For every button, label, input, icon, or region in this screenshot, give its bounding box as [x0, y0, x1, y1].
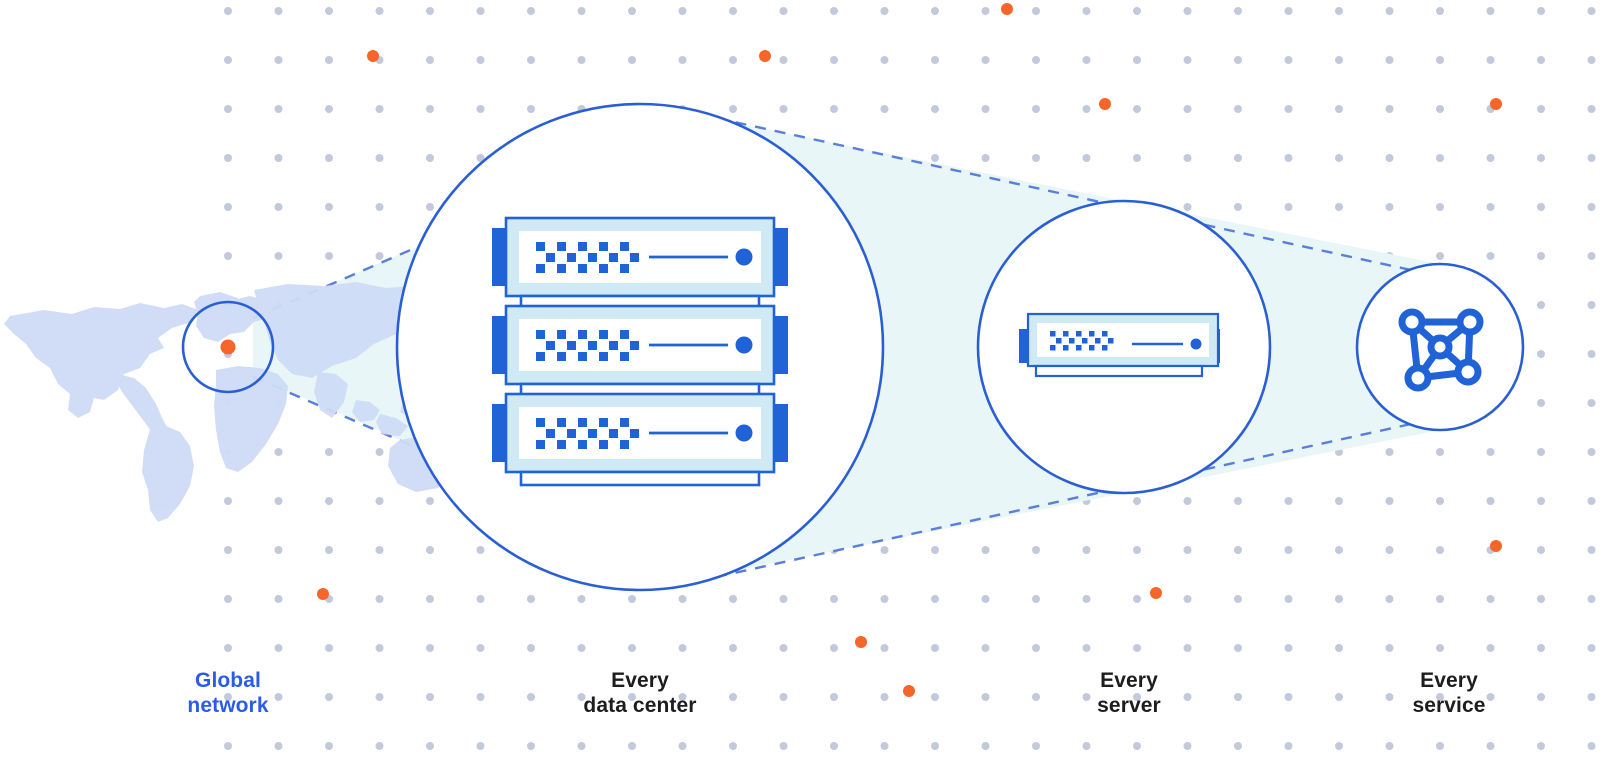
network-node-n5	[1454, 358, 1482, 386]
server-unit-2-status-dot	[735, 336, 753, 354]
server-rack-icon	[492, 216, 788, 487]
server-unit-1-vents	[536, 242, 639, 273]
global-network-highlight-circle	[181, 300, 275, 394]
server-unit-1	[492, 216, 788, 298]
single-server-status-dot	[1190, 338, 1202, 350]
server-unit-3	[492, 392, 788, 474]
connector-dash-dc-service-upper	[715, 116, 1421, 274]
single-server-base-bar	[1034, 364, 1204, 378]
network-node-n2	[1456, 308, 1484, 336]
network-graph-icon	[1398, 308, 1484, 392]
server-unit-2-vents	[536, 330, 639, 361]
network-node-n4	[1404, 364, 1432, 392]
single-server-panel	[1037, 323, 1209, 357]
network-node-n3	[1427, 334, 1453, 360]
server-unit-2	[492, 304, 788, 386]
connector-dash-dc-service-lower	[715, 420, 1421, 579]
network-node-n1	[1398, 308, 1426, 336]
server-unit-3-vents	[536, 418, 639, 449]
server-rack-base-bar	[519, 470, 761, 487]
server-unit-1-status-dot	[735, 248, 753, 266]
server-unit-3-status-dot	[735, 424, 753, 442]
single-server-vents	[1050, 331, 1114, 351]
single-server-icon	[1019, 312, 1220, 378]
orange-accent-dots	[221, 3, 1502, 697]
